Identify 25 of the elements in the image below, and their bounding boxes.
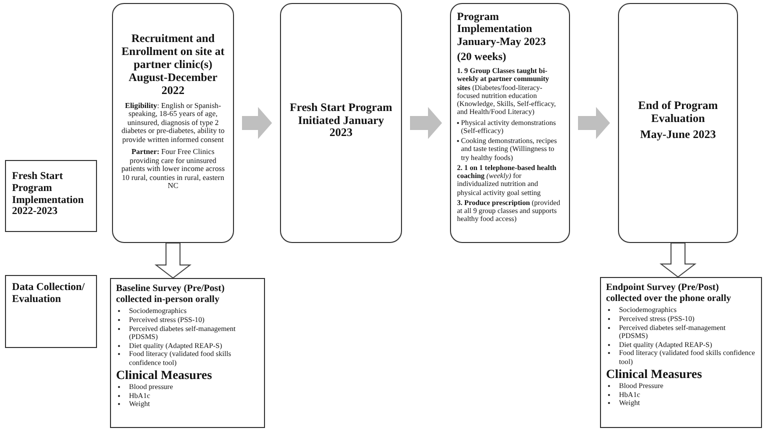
- process-box: [280, 3, 402, 243]
- survey-heading: Endpoint Survey (Pre/Post) collected over the phone orally: [606, 283, 732, 304]
- block-arrow: [410, 107, 442, 139]
- step-heading: Program Implementation January-May 2023: [457, 11, 547, 48]
- block-arrow: [578, 107, 610, 139]
- survey-box: [110, 278, 265, 428]
- section-heading: Clinical Measures: [606, 367, 703, 382]
- stage-label-box: [5, 275, 97, 348]
- survey-box: [600, 277, 762, 428]
- stage-label-box: [5, 160, 97, 232]
- row-label: Fresh Start Program Implementation 2022-2023: [12, 171, 85, 218]
- step-heading: Fresh Start Program Initiated January 2023: [288, 102, 394, 140]
- block-arrow: [242, 107, 272, 139]
- process-box: [112, 3, 234, 243]
- block-arrow: [154, 242, 192, 279]
- duration-text: (20 weeks): [457, 50, 508, 64]
- step-heading: May-June 2023: [639, 129, 717, 142]
- step-heading: Recruitment and Enrollment on site at partner clinic(s) August-December 2022: [120, 33, 226, 98]
- process-box: [618, 3, 738, 243]
- survey-heading: Baseline Survey (Pre/Post) collected in-person orally: [116, 284, 226, 306]
- process-box: [450, 3, 570, 243]
- block-arrow: [660, 242, 696, 278]
- row-label: Data Collection/ Evaluation: [12, 282, 86, 306]
- section-heading: Clinical Measures: [116, 368, 213, 382]
- step-heading: End of Program Evaluation: [637, 100, 719, 126]
